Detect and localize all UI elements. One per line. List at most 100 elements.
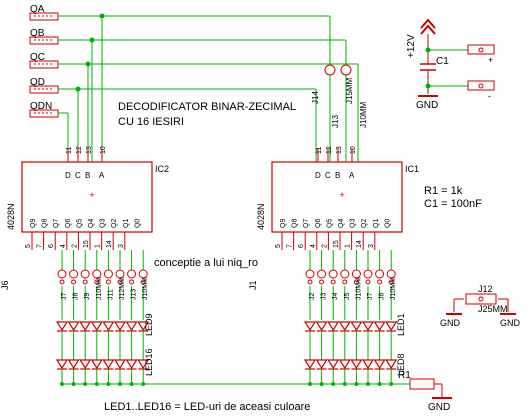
ic2-chip: IC2 4028N +	[6, 161, 169, 233]
led-symbol	[90, 359, 103, 370]
cap-label: C1	[436, 56, 449, 67]
value-c1: C1 = 100nF	[424, 198, 482, 210]
jumper-pin	[94, 279, 100, 285]
jumper-pin	[365, 279, 371, 285]
led-symbol	[55, 321, 69, 332]
led-symbol	[79, 359, 92, 370]
led-symbol	[113, 321, 127, 332]
ic2-input-pin-num: 12	[76, 146, 83, 154]
title-line-2: CU 16 IESIRI	[118, 116, 184, 128]
ic1-output-q5: Q5	[326, 219, 333, 228]
jumper-pin	[353, 279, 359, 285]
jumper-label: J3	[321, 293, 328, 301]
ic2-output-pin-num: 5	[25, 244, 32, 248]
ic1-input-c: C	[325, 171, 331, 180]
jumper-pin	[117, 279, 123, 285]
ic1-input-b: B	[335, 171, 340, 180]
jumper-label: J8	[379, 293, 386, 301]
ic2-output-pin-num: 7	[37, 244, 44, 248]
j15-label: J15MM	[345, 77, 354, 104]
vcc-label: +12V	[406, 34, 417, 58]
led-symbol	[327, 359, 340, 370]
jumper-label: J9	[84, 293, 91, 301]
junction-dots	[75, 13, 105, 92]
ic1-output-q9: Q9	[280, 219, 287, 228]
value-r1: R1 = 1k	[424, 185, 463, 197]
led1-label: LED1	[396, 313, 406, 336]
led-symbol	[361, 321, 375, 332]
jumper-label: J4	[332, 293, 339, 301]
led-symbol	[385, 321, 398, 332]
jumper-j14-j15: J14 J15MM J13 J10MM	[311, 64, 368, 162]
ic2-input-a: A	[99, 171, 105, 180]
led-symbol	[67, 321, 80, 332]
gnd-label-top: GND	[416, 100, 438, 111]
led-symbol	[303, 321, 317, 332]
jumper-pin	[69, 269, 79, 279]
ic1-output-pin-num: 6	[298, 244, 305, 248]
jumper-pin	[330, 279, 336, 285]
jumper-label: J10MM	[142, 277, 149, 300]
led-symbol	[67, 359, 80, 370]
ic1-output-pin-num: 2	[321, 244, 328, 248]
ic2-label: IC2	[155, 164, 169, 174]
led-symbol	[102, 359, 115, 370]
ic1-output-pin-num: 7	[287, 244, 294, 248]
jumper-pin	[386, 269, 396, 279]
minus-label: -	[488, 91, 491, 101]
credit-text: conceptie a lui niq_ro	[154, 257, 258, 269]
input-label-qd: QD	[30, 77, 45, 88]
gnd-label-bottom: GND	[428, 402, 450, 413]
j12-label: J12	[478, 284, 493, 294]
ic2-output-q0: Q0	[134, 219, 141, 228]
jumper-pin	[127, 269, 137, 279]
jumper-pin	[317, 269, 327, 279]
jumper-pin	[129, 279, 135, 285]
ic2-input-pin-num: 13	[86, 146, 93, 154]
jumper-pin	[105, 279, 111, 285]
jumper-pin	[375, 269, 385, 279]
ic1-output-q2: Q2	[361, 219, 368, 228]
led9-label: LED9	[144, 313, 154, 336]
j6-label: J6	[0, 280, 10, 290]
ic2-output-q7: Q7	[53, 219, 60, 228]
ic1-output-pin-num: 5	[275, 244, 282, 248]
led16-label: LED16	[144, 348, 154, 376]
ic1-input-pin-num: 11	[316, 147, 323, 154]
plus-label: +	[488, 55, 493, 65]
led-symbol	[55, 359, 69, 370]
input-label-qb: QB	[30, 28, 45, 39]
ic2-output-q3: Q3	[100, 219, 107, 228]
jumper-pin	[82, 279, 88, 285]
led-symbol	[338, 359, 351, 370]
ic1-output-pin-num: 3	[368, 244, 375, 248]
ic2-output-pin-num: 2	[71, 244, 78, 248]
jumper-pin	[80, 269, 90, 279]
led-symbol	[373, 321, 386, 332]
led-symbol	[350, 359, 363, 370]
ic1-output-q8: Q8	[292, 219, 299, 228]
r1-label: R1	[398, 370, 411, 381]
led-symbol	[79, 321, 92, 332]
ic1-output-pin-num: 4	[310, 244, 317, 248]
jumper-pin	[319, 279, 325, 285]
ic1-label: IC1	[405, 164, 419, 174]
led-symbol	[350, 321, 363, 332]
ic2-input-d: D	[65, 171, 71, 180]
ic2-output-q2: Q2	[111, 219, 118, 228]
led-symbol	[125, 359, 138, 370]
led-symbol	[373, 359, 386, 370]
led-symbol	[327, 321, 340, 332]
ic1-center-plus: +	[339, 190, 344, 200]
ic2-output-q8: Q8	[42, 219, 49, 228]
ic2-output-q1: Q1	[123, 219, 130, 228]
j13-label: J13	[331, 115, 340, 128]
ic2-output-q5: Q5	[76, 219, 83, 228]
jumper-pin	[138, 269, 148, 279]
ic1-part: 4028N	[256, 203, 266, 230]
ic2-input-c: C	[75, 171, 81, 180]
jumper-label: J5	[344, 293, 351, 301]
